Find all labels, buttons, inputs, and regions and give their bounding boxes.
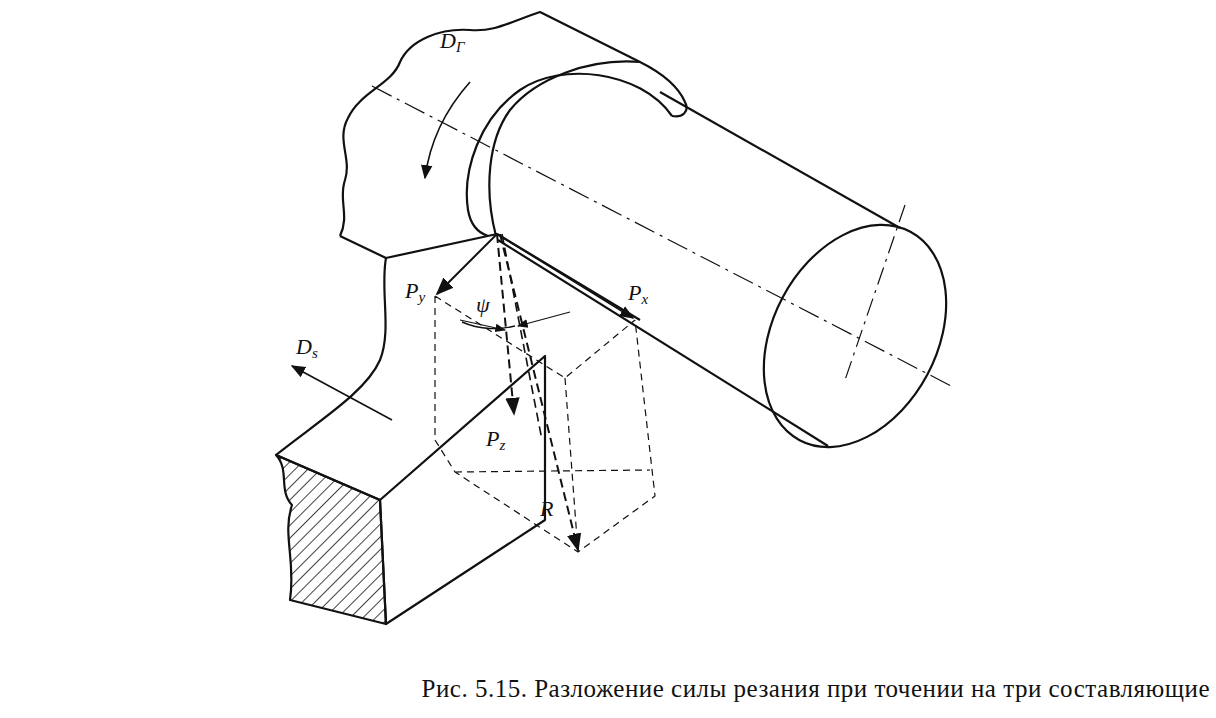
- psi-arrow: [460, 320, 505, 330]
- force-label: R: [540, 498, 553, 520]
- figure-caption: Рис. 5.15. Разложение силы резания при т…: [422, 676, 1210, 701]
- axis-line: [845, 205, 905, 380]
- cylinder-end: [727, 193, 983, 478]
- feed-arrow: [292, 366, 392, 420]
- force-pz: [497, 234, 514, 414]
- tool-shank: [276, 356, 545, 624]
- force-r: [500, 234, 578, 550]
- cylinder-edge: [660, 92, 900, 228]
- angle-label: ψ: [476, 294, 490, 316]
- force-pxy: [502, 234, 542, 440]
- chuck-outline: [340, 12, 687, 236]
- shoulder-ring-inner: [489, 61, 640, 236]
- force-py: [437, 234, 497, 294]
- shoulder-ring: [467, 74, 672, 236]
- axis-line: [372, 86, 955, 388]
- psi-arc: [462, 322, 515, 329]
- psi-arrow: [518, 312, 570, 326]
- rotation-arrow: [425, 82, 470, 178]
- force-box: [435, 296, 655, 552]
- force-label: Px: [628, 282, 648, 307]
- force-label: Pz: [486, 428, 505, 453]
- feed-label: Ds: [296, 336, 318, 361]
- force-label: Py: [405, 280, 425, 305]
- tool-section: [276, 455, 386, 624]
- rotation-label: DГ: [440, 30, 464, 55]
- cylinder-edge: [498, 240, 828, 446]
- tool-outline: [276, 258, 386, 455]
